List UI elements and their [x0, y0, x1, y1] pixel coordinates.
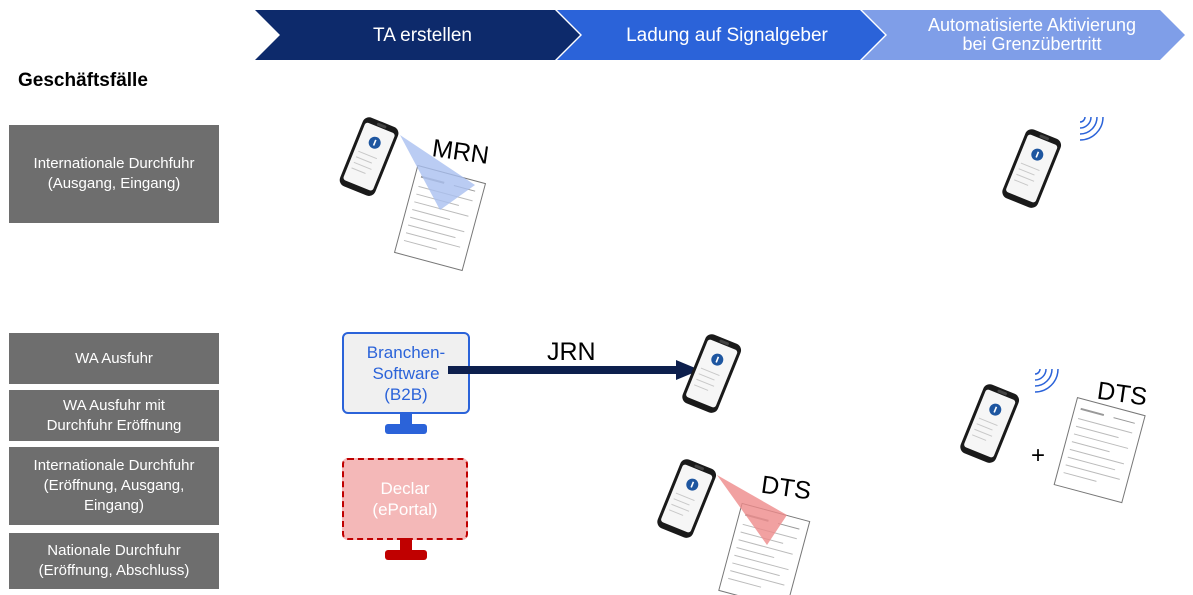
case-wa-export: WA Ausfuhr — [9, 333, 219, 384]
process-step-3: Automatisierte Aktivierung bei Grenzüber… — [927, 15, 1137, 54]
case-international-transit-opening: Internationale Durchfuhr (Eröffnung, Aus… — [9, 447, 219, 525]
process-step-2: Ladung auf Signalgeber — [626, 24, 828, 46]
process-step-shape-2 — [557, 10, 885, 60]
case-international-transit: Internationale Durchfuhr (Ausgang, Einga… — [9, 125, 219, 223]
document-icon — [1053, 396, 1147, 504]
process-step-1: TA erstellen — [373, 24, 472, 46]
smartphone-icon — [999, 126, 1064, 211]
smartphone-icon — [679, 331, 744, 416]
smartphone-icon — [957, 381, 1022, 466]
process-chevrons — [255, 10, 1185, 60]
case-national-transit: Nationale Durchfuhr (Eröffnung, Abschlus… — [9, 533, 219, 589]
scan-beam-icon — [717, 475, 787, 545]
case-wa-export-transit: WA Ausfuhr mit Durchfuhr Eröffnung — [9, 390, 219, 441]
arrow-icon — [448, 360, 700, 380]
cases-heading: Geschäftsfälle — [18, 70, 148, 91]
signal-wave-icon — [1079, 116, 1104, 141]
jrn-label: JRN — [547, 338, 596, 366]
process-step-shape-1 — [255, 10, 580, 60]
eportal-monitor: Declar (ePortal) — [342, 458, 468, 540]
monitor-stand-b2b — [385, 412, 427, 434]
monitor-stand-eportal — [385, 538, 427, 560]
plus-sign: + — [1031, 442, 1046, 469]
signal-wave-icon — [1034, 368, 1059, 393]
scan-beam-icon — [400, 135, 475, 210]
process-step-shape-3 — [862, 10, 1185, 60]
